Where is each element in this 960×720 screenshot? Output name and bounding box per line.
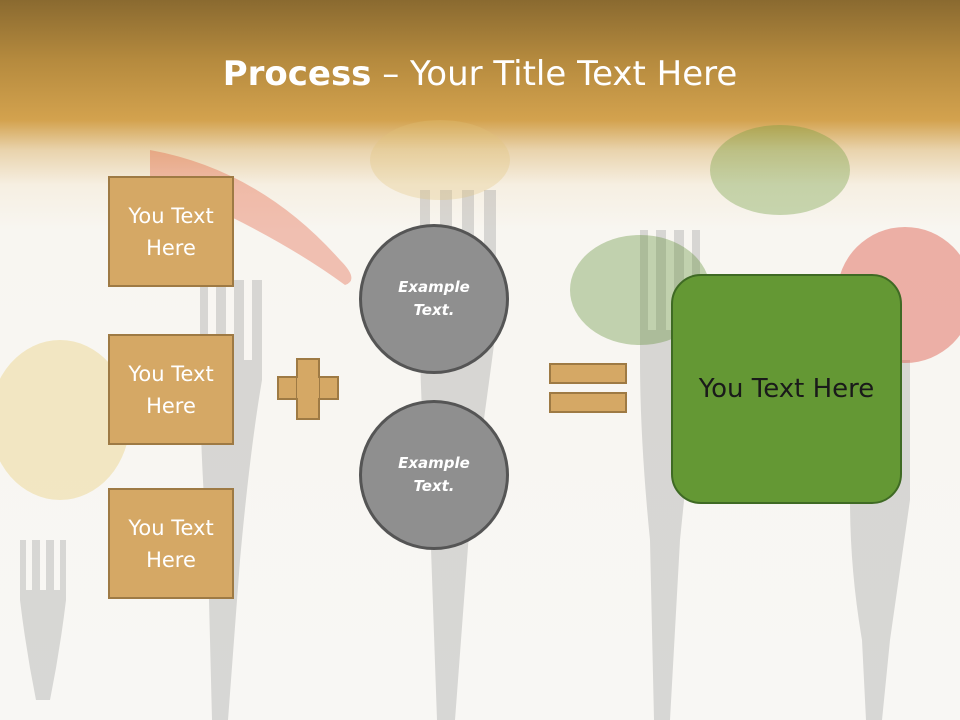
text-box-1[interactable]: You Text Here: [108, 176, 234, 287]
result-box-label: You Text Here: [698, 374, 875, 404]
example-circle-2[interactable]: Example Text.: [359, 400, 509, 550]
example-circle-1-label: Example Text.: [398, 278, 470, 319]
text-box-3-label: You Text Here: [128, 515, 214, 572]
text-box-1-label: You Text Here: [128, 203, 214, 260]
example-circle-1[interactable]: Example Text.: [359, 224, 509, 374]
text-box-2-label: You Text Here: [128, 361, 214, 418]
slide-title: Process – Your Title Text Here: [0, 52, 960, 96]
title-rest: – Your Title Text Here: [371, 54, 738, 94]
result-box[interactable]: You Text Here: [671, 274, 902, 504]
text-box-2[interactable]: You Text Here: [108, 334, 234, 445]
title-bold: Process: [222, 54, 372, 94]
text-box-3[interactable]: You Text Here: [108, 488, 234, 599]
example-circle-2-label: Example Text.: [398, 454, 470, 495]
